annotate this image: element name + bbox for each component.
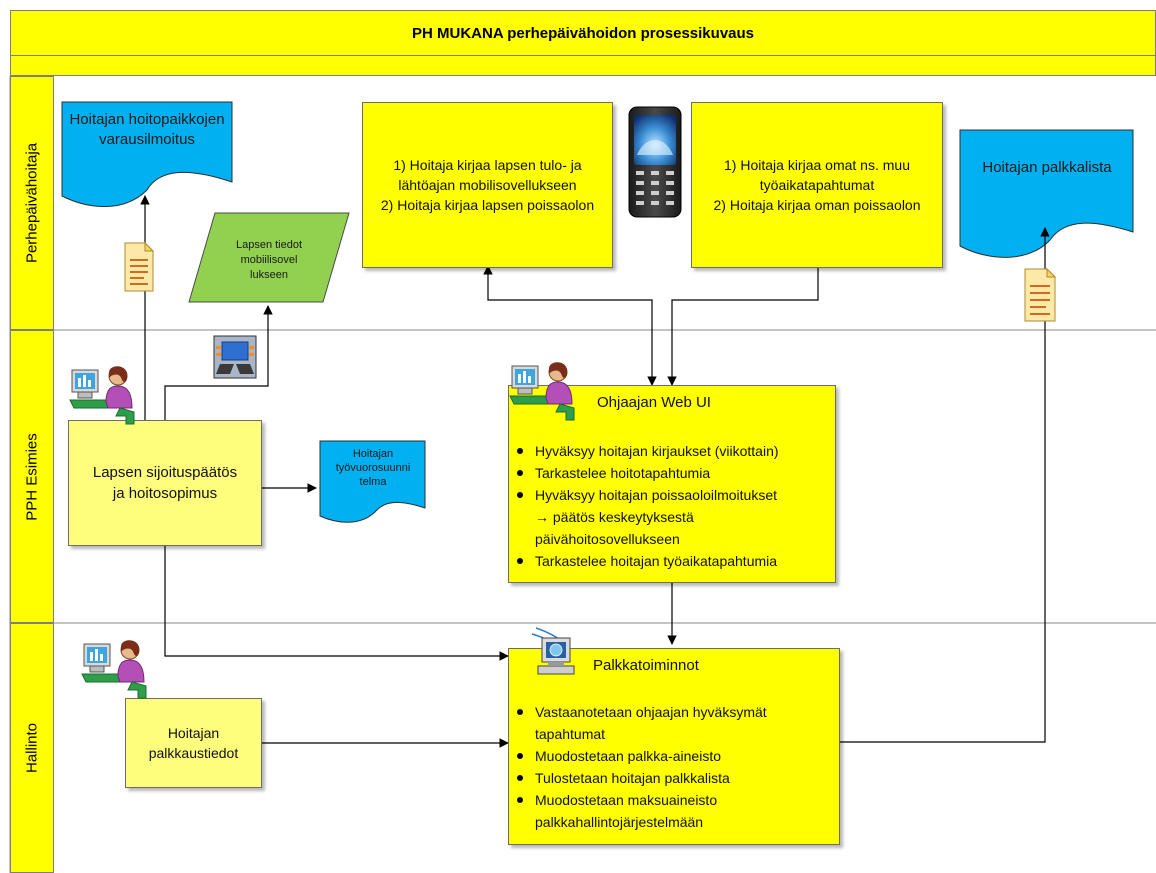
list-item: Muodostetaan maksuaineisto palkkahallint…	[517, 789, 835, 833]
palkkatoiminnot-box: Palkkatoiminnot Vastaanotetaan ohjaajan …	[508, 648, 840, 845]
person-at-computer-icon	[69, 366, 135, 425]
title-band	[10, 56, 1156, 76]
mobile-left-line-1: 1) Hoitaja kirjaa lapsen tulo- ja lähtöa…	[393, 157, 582, 193]
mobile-phone-icon	[628, 106, 682, 218]
diagram-title: PH MUKANA perhepäivähoidon prosessikuvau…	[10, 10, 1156, 56]
lapsen-tiedot-text: Lapsen tiedot mobiilisovel lukseen	[235, 238, 303, 281]
list-item: Muodostetaan palkka-aineisto	[517, 745, 835, 767]
mobile-entry-box-left: 1) Hoitaja kirjaa lapsen tulo- ja lähtöa…	[362, 102, 613, 268]
lapsen-tiedot-shape	[188, 212, 350, 303]
person-at-computer-icon	[509, 362, 575, 421]
lane-perhepaivahoitaja: Perhepäivähoitaja	[10, 76, 54, 330]
hoitopaikat-document-text: Hoitajan hoitopaikkojen varausilmoitus	[69, 111, 225, 148]
web-ui-title: Ohjaajan Web UI	[597, 394, 711, 411]
document-icon	[1024, 267, 1057, 322]
mobile-right-line-2: 2) Hoitaja kirjaa oman poissaolon	[713, 197, 921, 213]
mobile-right-line-1: 1) Hoitaja kirjaa omat ns. muu työaikata…	[724, 157, 910, 193]
palkkatoiminnot-list: Vastaanotetaan ohjaajan hyväksymät tapah…	[509, 701, 835, 833]
web-ui-list: Hyväksyy hoitajan kirjaukset (viikottain…	[509, 440, 831, 572]
person-at-computer-icon	[81, 640, 147, 699]
list-item: Tarkastelee hoitotapahtumia	[517, 462, 831, 484]
palkkalista-document-shape	[959, 129, 1134, 258]
ohjaajan-web-ui-box: Ohjaajan Web UI Hyväksyy hoitajan kirjau…	[508, 385, 836, 583]
lane-hallinto: Hallinto	[10, 623, 54, 873]
list-item: Hyväksyy hoitajan poissaoloilmoitukset	[517, 484, 831, 506]
palkkalista-document-text: Hoitajan palkkalista	[982, 159, 1112, 176]
palkkatoiminnot-title: Palkkatoiminnot	[593, 657, 699, 674]
document-icon	[124, 241, 155, 292]
tyovuoro-document-text: Hoitajan työvuorosuunni telma	[335, 448, 411, 488]
palkkaustiedot-box: Hoitajan palkkaustiedot	[125, 698, 262, 788]
lane-pph-esimies: PPH Esimies	[10, 330, 54, 623]
list-item: Vastaanotetaan ohjaajan hyväksymät tapah…	[517, 701, 835, 745]
mobile-left-line-2: 2) Hoitaja kirjaa lapsen poissaolon	[380, 197, 595, 213]
mobile-entry-box-right: 1) Hoitaja kirjaa omat ns. muu työaikata…	[691, 102, 943, 268]
list-item: Hyväksyy hoitajan kirjaukset (viikottain…	[517, 440, 831, 462]
web-computer-icon	[531, 627, 575, 675]
list-item: → päätös keskeytyksestä päivähoitosovell…	[535, 509, 694, 547]
hoitopaikat-document-shape	[61, 101, 233, 207]
network-connector-icon	[213, 335, 257, 379]
tyovuoro-document-shape	[319, 440, 426, 523]
list-item: Tarkastelee hoitajan työaikatapahtumia	[517, 550, 831, 572]
list-item: Tulostetaan hoitajan palkkalista	[517, 767, 835, 789]
sijoituspaatos-box: Lapsen sijoituspäätös ja hoitosopimus	[68, 420, 262, 546]
